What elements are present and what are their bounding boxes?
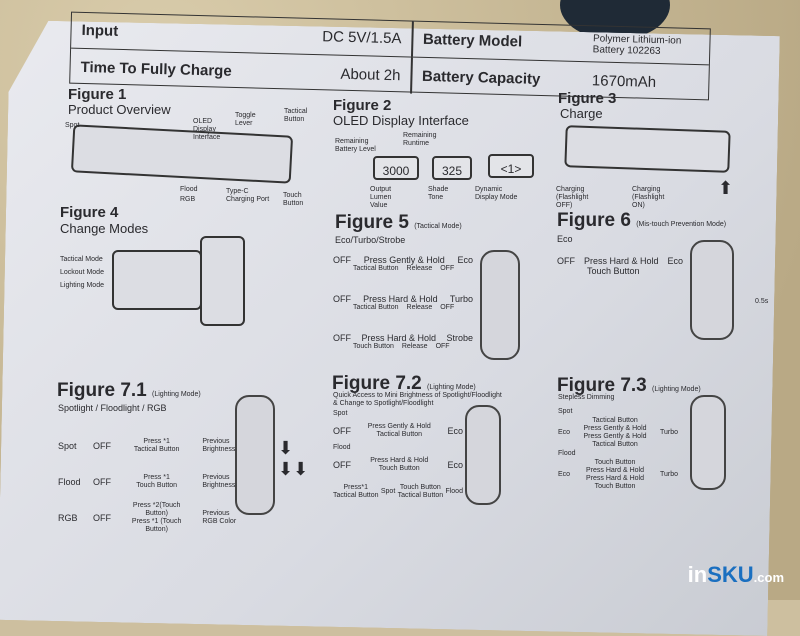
fig1-subtitle: Product Overview: [68, 102, 171, 117]
fig3-title: Figure 3: [558, 90, 617, 107]
flashlight-side-illustration: [200, 236, 245, 326]
hand-illustration: [465, 405, 501, 505]
fig4-subtitle: Change Modes: [60, 221, 149, 236]
input-value: DC 5V/1.5A: [322, 28, 402, 48]
label-battery-level: Remaining Battery Level: [335, 138, 376, 153]
fig6-title: Figure 6 (Mis-touch Prevention Mode): [557, 210, 727, 231]
label-toggle-lever: Toggle Lever: [235, 112, 256, 127]
label-tactical-mode: Tactical Mode: [60, 256, 103, 263]
label-spot: Spot: [65, 122, 80, 129]
time-label: 0.5s: [755, 298, 769, 305]
fig2-title: Figure 2: [333, 97, 392, 114]
battery-capacity-label: Battery Capacity: [421, 67, 541, 88]
oled-screen-lumen: 3000: [373, 156, 419, 180]
label-touch-button: Touch Button: [283, 192, 304, 207]
fig4-title: Figure 4: [60, 204, 119, 221]
charge-time-label: Time To Fully Charge: [80, 58, 232, 80]
fig71-subtitle: Spotlight / Floodlight / RGB: [58, 403, 167, 413]
hand-illustration: [480, 250, 520, 360]
label-rgb: RGB: [180, 196, 196, 203]
fig73-subtitle: Stepless Dimming: [558, 394, 615, 401]
fig5-subtitle: Eco/Turbo/Strobe: [335, 235, 406, 245]
spec-table: Input DC 5V/1.5A Battery Model Polymer L…: [69, 11, 711, 101]
watermark-logo: inSKU.com: [687, 562, 784, 587]
label-charging-on: Charging (Flashlight ON): [632, 186, 665, 209]
label-dynamic-mode: Dynamic Display Mode: [475, 186, 518, 201]
label-typec: Type-C Charging Port: [226, 188, 270, 203]
battery-model-value: Polymer Lithium-ion Battery 102263: [592, 32, 682, 57]
battery-model-label: Battery Model: [422, 30, 523, 51]
label-flood: Flood: [180, 186, 198, 193]
hand-illustration: [235, 395, 275, 515]
toggle-closeup-illustration: [112, 250, 202, 310]
fig3-subtitle: Charge: [560, 106, 603, 121]
fig72-subtitle: Quick Access to Mini Brightness of Spotl…: [333, 392, 502, 407]
label-tactical-button: Tactical Button: [284, 108, 308, 123]
hand-illustration: [690, 395, 726, 490]
fig1-title: Figure 1: [68, 86, 127, 103]
charge-time-value: About 2h: [340, 65, 401, 84]
label-charging-off: Charging (Flashlight OFF): [556, 186, 589, 209]
battery-capacity-value: 1670mAh: [591, 71, 657, 91]
charging-illustration: [564, 125, 731, 173]
fig2-subtitle: OLED Display Interface: [333, 113, 469, 128]
fig71-title: Figure 7.1 (Lighting Mode): [57, 380, 201, 401]
down-arrow-icon: ⬇⬇⬇: [278, 438, 309, 479]
fig72-title: Figure 7.2 (Lighting Mode): [332, 373, 476, 394]
fig5-title: Figure 5 (Tactical Mode): [335, 212, 462, 233]
oled-screen-mode: <1>: [488, 154, 534, 178]
up-arrow-icon: ⬆: [718, 178, 734, 198]
label-shade: Shade Tone: [428, 186, 449, 201]
label-runtime: Remaining Runtime: [403, 132, 437, 147]
hand-illustration: [690, 240, 734, 340]
fig73-title: Figure 7.3 (Lighting Mode): [557, 375, 701, 396]
label-oled: OLED Display Interface: [193, 118, 221, 141]
oled-screen-shade: 325: [432, 156, 472, 180]
label-lumen: Output Lumen Value: [370, 186, 392, 209]
input-label: Input: [81, 21, 119, 40]
label-lockout-mode: Lockout Mode: [60, 269, 104, 276]
label-lighting-mode: Lighting Mode: [60, 282, 104, 289]
fig6-subtitle: Eco: [557, 234, 573, 244]
